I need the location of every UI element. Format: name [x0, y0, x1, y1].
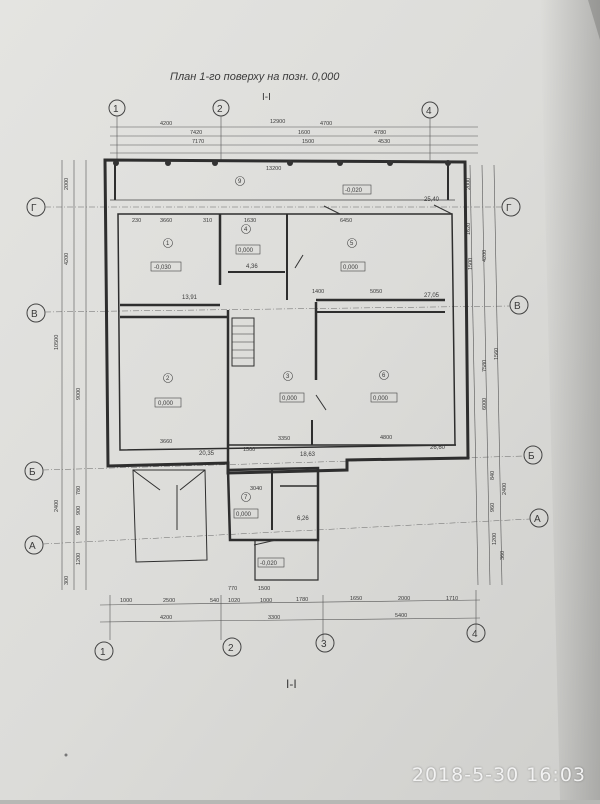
- svg-text:4: 4: [426, 106, 432, 117]
- top-dim-total: 12900: [270, 119, 285, 125]
- top-dim-4200: 4200: [160, 121, 172, 127]
- paper-speck: [65, 754, 68, 757]
- bottom-dim-5400: 5400: [395, 613, 407, 619]
- top-dim-7420: 7420: [190, 130, 202, 136]
- inner-dim-5050: 5050: [370, 289, 382, 295]
- svg-text:20,35: 20,35: [199, 451, 215, 457]
- right-dim-2400: 2400: [502, 483, 508, 495]
- right-dim-6000: 6000: [482, 398, 488, 410]
- svg-text:Г: Г: [31, 203, 37, 214]
- top-dim-4700: 4700: [320, 121, 332, 127]
- bottom-dim-1710: 1710: [446, 596, 458, 602]
- inner-dim-3350: 3350: [278, 436, 290, 442]
- bottom-dim-1000: 1000: [120, 598, 132, 604]
- svg-text:26,60: 26,60: [430, 445, 446, 451]
- left-dim-900a: 900: [76, 506, 82, 515]
- svg-text:4,36: 4,36: [246, 264, 258, 270]
- svg-text:27,05: 27,05: [424, 293, 440, 299]
- right-dim-840: 840: [490, 471, 496, 480]
- bottom-dim-1500: 1500: [258, 586, 270, 592]
- svg-text:18,63: 18,63: [300, 452, 316, 458]
- svg-text:4: 4: [472, 629, 478, 640]
- section-mark-top: I-I: [262, 92, 271, 103]
- bottom-dim-1020: 1020: [228, 598, 240, 604]
- bottom-dim-3300: 3300: [268, 615, 280, 621]
- svg-text:-0,020: -0,020: [345, 188, 363, 194]
- inner-dim-1400: 1400: [312, 289, 324, 295]
- right-dim-2000: 2000: [466, 178, 472, 190]
- inner-dim-3660-b: 3660: [160, 439, 172, 445]
- left-dim-300: 300: [64, 576, 70, 585]
- svg-text:0,000: 0,000: [158, 401, 174, 407]
- bottom-dim-1650: 1650: [350, 596, 362, 602]
- svg-text:25,40: 25,40: [424, 197, 440, 203]
- svg-text:6,26: 6,26: [297, 516, 309, 522]
- left-dim-4200: 4200: [64, 253, 70, 265]
- svg-text:1: 1: [113, 104, 119, 115]
- svg-text:Г: Г: [506, 203, 512, 214]
- right-dim-360: 360: [500, 551, 506, 560]
- inner-dim-1500: 1500: [243, 447, 255, 453]
- svg-text:2: 2: [228, 643, 234, 654]
- right-dim-4200: 4200: [482, 250, 488, 262]
- top-dim-4780: 4780: [374, 130, 386, 136]
- top-dim-1600: 1600: [298, 130, 310, 136]
- inner-dim-230: 230: [132, 218, 141, 224]
- inner-dim-4800: 4800: [380, 435, 392, 441]
- top-dim-7170: 7170: [192, 139, 204, 145]
- bottom-dim-770: 770: [228, 586, 237, 592]
- bottom-dim-2000: 2000: [398, 596, 410, 602]
- bottom-dim-1000b: 1000: [260, 598, 272, 604]
- right-dim-960: 960: [490, 503, 496, 512]
- left-dim-9000: 9000: [76, 388, 82, 400]
- left-dim-900b: 900: [76, 526, 82, 535]
- inner-dim-3660: 3660: [160, 218, 172, 224]
- svg-text:Б: Б: [528, 451, 535, 462]
- left-dim-780: 780: [76, 486, 82, 495]
- svg-text:0,000: 0,000: [282, 396, 298, 402]
- svg-text:0,000: 0,000: [236, 512, 252, 518]
- svg-text:В: В: [31, 309, 38, 320]
- bottom-dim-2500: 2500: [163, 598, 175, 604]
- svg-text:0,000: 0,000: [373, 396, 389, 402]
- svg-text:Б: Б: [29, 467, 36, 478]
- top-dim-4530: 4530: [378, 139, 390, 145]
- bottom-dim-1780: 1780: [296, 597, 308, 603]
- inner-dim-3040: 3040: [250, 486, 262, 492]
- inner-dim-6450: 6450: [340, 218, 352, 224]
- section-mark-bottom: I-I: [286, 677, 297, 691]
- bottom-dim-4200: 4200: [160, 615, 172, 621]
- svg-text:13,91: 13,91: [182, 295, 198, 301]
- bottom-dim-540: 540: [210, 598, 219, 604]
- svg-text:0,000: 0,000: [238, 248, 254, 254]
- left-dim-1200: 1200: [76, 553, 82, 565]
- right-dim-7580: 7580: [482, 360, 488, 372]
- top-dim-1500: 1500: [302, 139, 314, 145]
- right-dim-1200: 1200: [492, 533, 498, 545]
- plan-title: План 1-го поверху на позн. 0,000: [170, 71, 340, 83]
- svg-text:2: 2: [217, 104, 223, 115]
- svg-text:3: 3: [321, 639, 327, 650]
- top-dim-inner: 13200: [266, 166, 281, 172]
- left-dim-2000: 2000: [64, 178, 70, 190]
- svg-text:А: А: [534, 514, 541, 525]
- left-dim-2400: 2400: [54, 500, 60, 512]
- svg-text:В: В: [514, 301, 521, 312]
- inner-dim-1630: 1630: [244, 218, 256, 224]
- inner-dim-310: 310: [203, 218, 212, 224]
- photo-timestamp: 2018-5-30 16:03: [412, 764, 586, 786]
- svg-text:А: А: [29, 541, 36, 552]
- right-dim-1560: 1560: [494, 348, 500, 360]
- svg-text:0,000: 0,000: [343, 265, 359, 271]
- left-dim-10500: 10500: [54, 335, 60, 350]
- svg-text:-0,020: -0,020: [260, 561, 278, 567]
- right-dim-1500: 1500: [468, 258, 474, 270]
- svg-text:1: 1: [100, 647, 106, 658]
- svg-text:-0,030: -0,030: [154, 265, 172, 271]
